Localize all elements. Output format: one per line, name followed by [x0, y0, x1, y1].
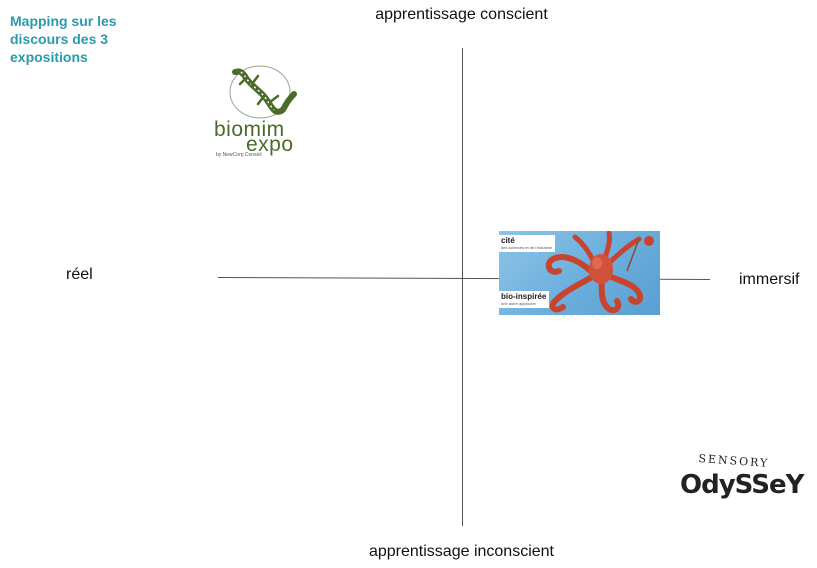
biomim-word: biomim	[214, 118, 285, 141]
axis-bottom-label: apprentissage inconscient	[368, 543, 554, 560]
cite-sublabel: des sciences et de l'industrie	[501, 245, 553, 250]
bio-inspiree-label: bio-inspirée	[501, 292, 547, 301]
axis-left-label: réel	[66, 266, 93, 283]
cite-bio-inspiree-card: cité des sciences et de l'industrie bio-…	[499, 231, 660, 315]
lizard-icon	[229, 65, 297, 119]
cite-tag: cité des sciences et de l'industrie	[499, 235, 556, 252]
bio-inspiree-sublabel: une autre approche	[501, 301, 536, 306]
expo-word: expo	[246, 133, 294, 156]
sensory-word: SENSORY	[698, 452, 770, 470]
cite-label: cité	[501, 236, 515, 245]
diagram-title: Mapping sur les discours des 3 expositio…	[10, 13, 117, 65]
vertical-axis	[462, 48, 463, 526]
axis-top-label: apprentissage conscient	[375, 6, 548, 23]
axis-right-label: immersif	[739, 271, 800, 288]
sensory-odyssey-logo: SENSORY OdySSeY	[680, 452, 804, 517]
biomim-byline: by NewCorp Conseil	[216, 152, 262, 158]
biomim-expo-logo: biomim expo by NewCorp Conseil	[214, 64, 314, 164]
bio-inspiree-tag: bio-inspirée une autre approche	[499, 291, 550, 308]
odyssey-word: OdySSeY	[680, 470, 804, 500]
octopus-image	[545, 231, 654, 314]
